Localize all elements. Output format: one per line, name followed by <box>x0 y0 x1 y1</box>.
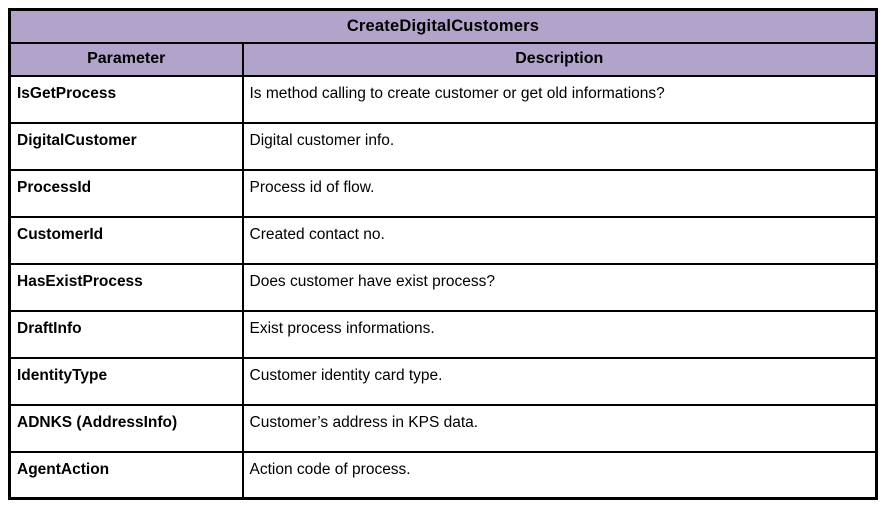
description-cell: Is method calling to create customer or … <box>241 74 878 124</box>
parameter-cell: IsGetProcess <box>8 74 244 124</box>
table-row: ADNKS (AddressInfo)Customer’s address in… <box>8 403 878 453</box>
parameter-cell: DigitalCustomer <box>8 121 244 171</box>
parameter-cell: ProcessId <box>8 168 244 218</box>
column-header-parameter: Parameter <box>8 41 244 77</box>
description-cell: Customer’s address in KPS data. <box>241 403 878 453</box>
description-cell: Exist process informations. <box>241 309 878 359</box>
description-cell: Does customer have exist process? <box>241 262 878 312</box>
table-title-row: CreateDigitalCustomers <box>8 8 878 44</box>
parameter-cell: ADNKS (AddressInfo) <box>8 403 244 453</box>
parameter-cell: AgentAction <box>8 450 244 500</box>
parameters-table: CreateDigitalCustomers Parameter Descrip… <box>8 8 878 500</box>
table-header-row: Parameter Description <box>8 41 878 77</box>
description-cell: Process id of flow. <box>241 168 878 218</box>
description-cell: Customer identity card type. <box>241 356 878 406</box>
description-cell: Action code of process. <box>241 450 878 500</box>
parameter-cell: CustomerId <box>8 215 244 265</box>
table-title: CreateDigitalCustomers <box>8 8 878 44</box>
description-cell: Digital customer info. <box>241 121 878 171</box>
parameter-cell: IdentityType <box>8 356 244 406</box>
column-header-description: Description <box>241 41 878 77</box>
parameter-cell: DraftInfo <box>8 309 244 359</box>
description-cell: Created contact no. <box>241 215 878 265</box>
parameter-cell: HasExistProcess <box>8 262 244 312</box>
